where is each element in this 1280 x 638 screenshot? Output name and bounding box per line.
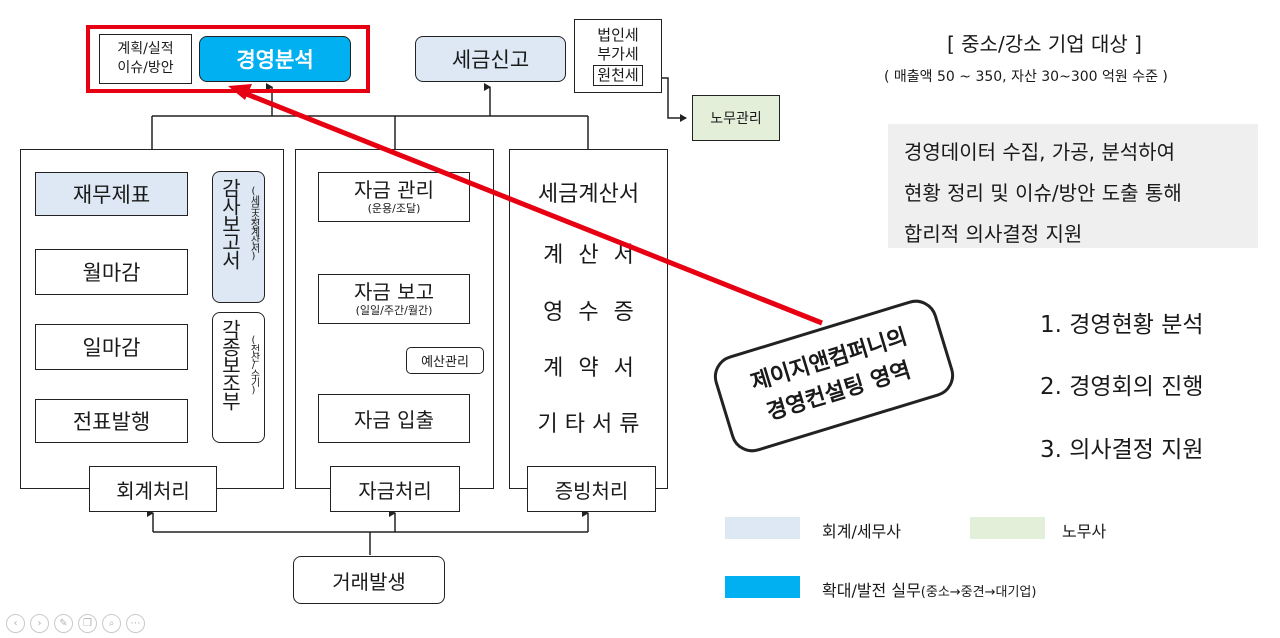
prev-icon[interactable]: ‹ bbox=[6, 614, 25, 633]
pen-icon[interactable]: ✎ bbox=[54, 614, 73, 633]
audit-report-box: 감사보고서 (세무조정계산서) bbox=[212, 171, 265, 303]
fund-mgmt-sub: (운용/조달) bbox=[367, 201, 421, 215]
funds-footer-label: 자금처리 bbox=[358, 478, 432, 503]
daily-close-box: 일마감 bbox=[35, 324, 188, 370]
evidence-item-1: 세금계산서 bbox=[537, 182, 640, 207]
tax-report-box: 세금신고 bbox=[415, 36, 566, 82]
monthly-close-label: 월마감 bbox=[82, 261, 141, 285]
labor-box: 노무관리 bbox=[692, 95, 780, 141]
next-icon[interactable]: › bbox=[30, 614, 49, 633]
audit-report-sub: (세무조정계산서) bbox=[248, 186, 259, 260]
numbered-item-2: 2. 경영회의 진행 bbox=[1040, 374, 1204, 400]
accounting-footer-box: 회계처리 bbox=[89, 466, 217, 512]
summary-line-2: 현황 정리 및 이슈/방안 도출 통해 bbox=[904, 181, 1182, 205]
vat-label: 부가세 bbox=[597, 45, 639, 64]
fund-flow-box: 자금 입출 bbox=[318, 394, 470, 443]
legend-expand-main: 확대/발전 실무 bbox=[822, 581, 921, 600]
more-icon[interactable]: ⋯ bbox=[126, 614, 145, 633]
legend-label-labor: 노무사 bbox=[1062, 522, 1107, 541]
plan-label: 계획/실적 bbox=[117, 41, 174, 58]
accounting-footer-label: 회계처리 bbox=[116, 478, 190, 503]
mgmt-analysis-label: 경영분석 bbox=[236, 48, 314, 72]
evidence-item-4: 계 약 서 bbox=[543, 356, 634, 381]
financial-statement-label: 재무제표 bbox=[72, 183, 151, 207]
issue-label: 이슈/방안 bbox=[117, 60, 174, 76]
voucher-box: 전표발행 bbox=[35, 399, 188, 443]
zoom-icon[interactable]: ⌕ bbox=[102, 614, 121, 633]
financial-statement-box: 재무제표 bbox=[35, 172, 188, 216]
summary-line-1: 경영데이터 수집, 가공, 분석하여 bbox=[904, 140, 1175, 164]
legend-label-acct: 회계/세무사 bbox=[822, 522, 901, 541]
budget-box: 예산관리 bbox=[406, 347, 484, 374]
fund-report-label: 자금 보고 bbox=[354, 279, 434, 304]
legend-swatch-labor bbox=[970, 517, 1045, 539]
legend-swatch-expand bbox=[725, 576, 800, 598]
target-title: [ 중소/강소 기업 대상 ] bbox=[947, 32, 1142, 56]
funds-footer-box: 자금처리 bbox=[330, 466, 460, 512]
transaction-box: 거래발생 bbox=[293, 556, 445, 604]
numbered-item-1: 1. 경영현황 분석 bbox=[1040, 312, 1204, 338]
monthly-close-box: 월마감 bbox=[35, 249, 188, 295]
evidence-item-2: 계 산 서 bbox=[543, 243, 634, 268]
numbered-item-3: 3. 의사결정 지원 bbox=[1040, 437, 1204, 463]
fund-flow-label: 자금 입출 bbox=[354, 408, 434, 432]
labor-label: 노무관리 bbox=[710, 111, 762, 127]
target-subtitle: ( 매출액 50 ~ 350, 자산 30~300 억원 수준 ) bbox=[884, 69, 1168, 85]
ledger-sub: (전산/수기) bbox=[248, 334, 259, 394]
evidence-footer-label: 증빙처리 bbox=[554, 478, 629, 503]
mgmt-analysis-box: 경영분석 bbox=[199, 36, 351, 82]
tax-report-label: 세금신고 bbox=[451, 48, 530, 72]
budget-label: 예산관리 bbox=[421, 355, 469, 370]
evidence-footer-box: 증빙처리 bbox=[527, 466, 656, 512]
fund-report-box: 자금 보고 (일일/주간/월간) bbox=[318, 274, 470, 324]
evidence-item-3: 영 수 증 bbox=[543, 300, 634, 325]
corp-tax-label: 법인세 bbox=[597, 25, 639, 44]
evidence-item-5: 기 타 서 류 bbox=[537, 412, 640, 437]
ledger-label: 각종보조부 bbox=[218, 319, 242, 409]
withholding-tax-label: 원천세 bbox=[593, 64, 643, 87]
legend-swatch-acct bbox=[725, 517, 800, 539]
legend-expand-sub: (중소→중견→대기업) bbox=[920, 585, 1037, 600]
summary-line-3: 합리적 의사결정 지원 bbox=[904, 222, 1083, 246]
tax-types-box: 법인세 부가세 원천세 bbox=[574, 19, 662, 93]
plan-issue-box: 계획/실적 이슈/방안 bbox=[99, 34, 192, 84]
fund-mgmt-box: 자금 관리 (운용/조달) bbox=[318, 172, 470, 222]
ledger-box: 각종보조부 (전산/수기) bbox=[212, 312, 265, 443]
fund-mgmt-label: 자금 관리 bbox=[354, 177, 434, 202]
audit-report-label: 감사보고서 bbox=[218, 178, 242, 268]
fund-report-sub: (일일/주간/월간) bbox=[355, 303, 433, 317]
summary-box: 경영데이터 수집, 가공, 분석하여 현황 정리 및 이슈/방안 도출 통해 합… bbox=[888, 124, 1258, 248]
voucher-label: 전표발행 bbox=[72, 410, 151, 434]
slideshow-toolbar: ‹ › ✎ ❐ ⌕ ⋯ bbox=[6, 614, 145, 633]
transaction-label: 거래발생 bbox=[332, 569, 406, 594]
legend-label-expand: 확대/발전 실무(중소→중견→대기업) bbox=[822, 577, 1036, 601]
copy-icon[interactable]: ❐ bbox=[78, 614, 97, 633]
daily-close-label: 일마감 bbox=[82, 336, 141, 360]
